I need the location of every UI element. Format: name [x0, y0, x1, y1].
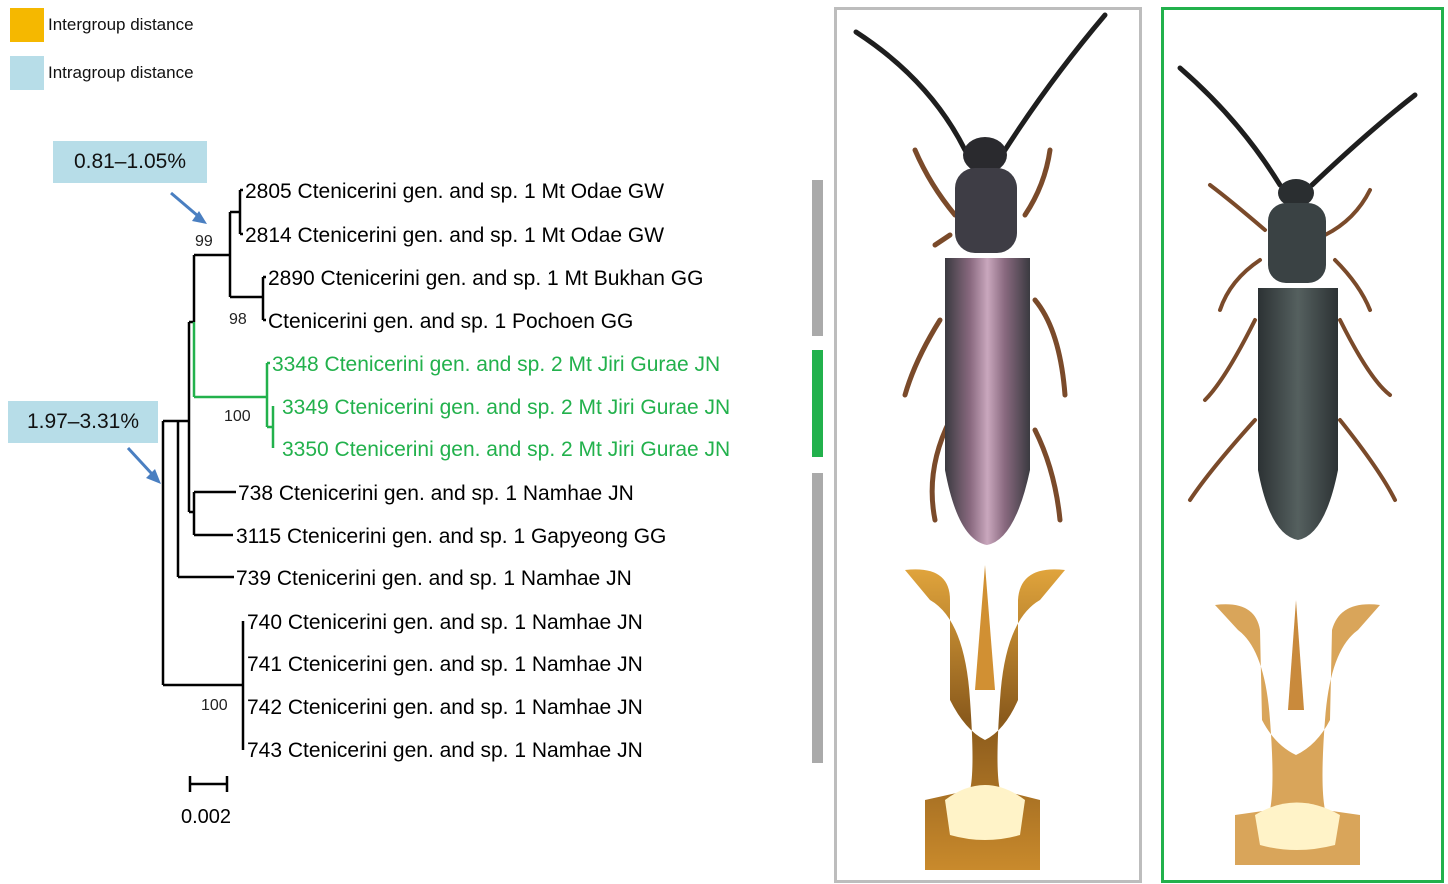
aedeagus-species1-image: [905, 565, 1065, 870]
beetle-species2-image: [1180, 68, 1415, 540]
aedeagus-species2-image: [1215, 600, 1380, 865]
beetle-species1-image: [856, 15, 1105, 545]
